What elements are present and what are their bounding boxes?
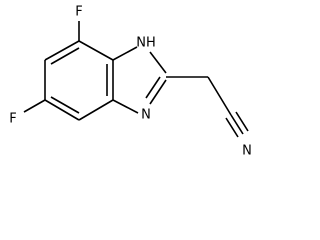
atom-label-nh: NH xyxy=(136,36,156,51)
atom-label-f-left: F xyxy=(9,112,16,127)
bond-c5-f xyxy=(23,99,46,113)
triple-bond-c xyxy=(235,111,249,132)
atom-label-f-top: F xyxy=(75,5,82,20)
bond-c7-c7a xyxy=(78,40,114,61)
bond-ch2-cn xyxy=(207,76,232,116)
bond-c4-c5-inner xyxy=(50,96,80,114)
bond-c6-c7-inner xyxy=(50,47,80,65)
bond-c4-c5 xyxy=(44,99,80,121)
bond-c2-n3-inner xyxy=(145,76,161,99)
benzimidazole-acetonitrile-structure: F F NH N N xyxy=(9,5,252,159)
triple-bond-a xyxy=(230,114,244,135)
bond-n1-c2 xyxy=(149,51,167,74)
cyanomethyl-group xyxy=(166,76,249,138)
benzene-ring xyxy=(44,40,114,121)
bond-c7a-n1 xyxy=(112,46,138,61)
bond-c2-n3 xyxy=(149,79,167,105)
atom-label-n-nitrile: N xyxy=(242,144,252,159)
atom-label-n-ring: N xyxy=(141,108,151,123)
bond-c3a-c4 xyxy=(78,99,114,121)
triple-bond-b xyxy=(225,117,239,138)
imidazole-ring xyxy=(112,46,167,114)
bond-c6-c7 xyxy=(44,40,80,61)
bond-n3-c3a xyxy=(112,99,139,114)
